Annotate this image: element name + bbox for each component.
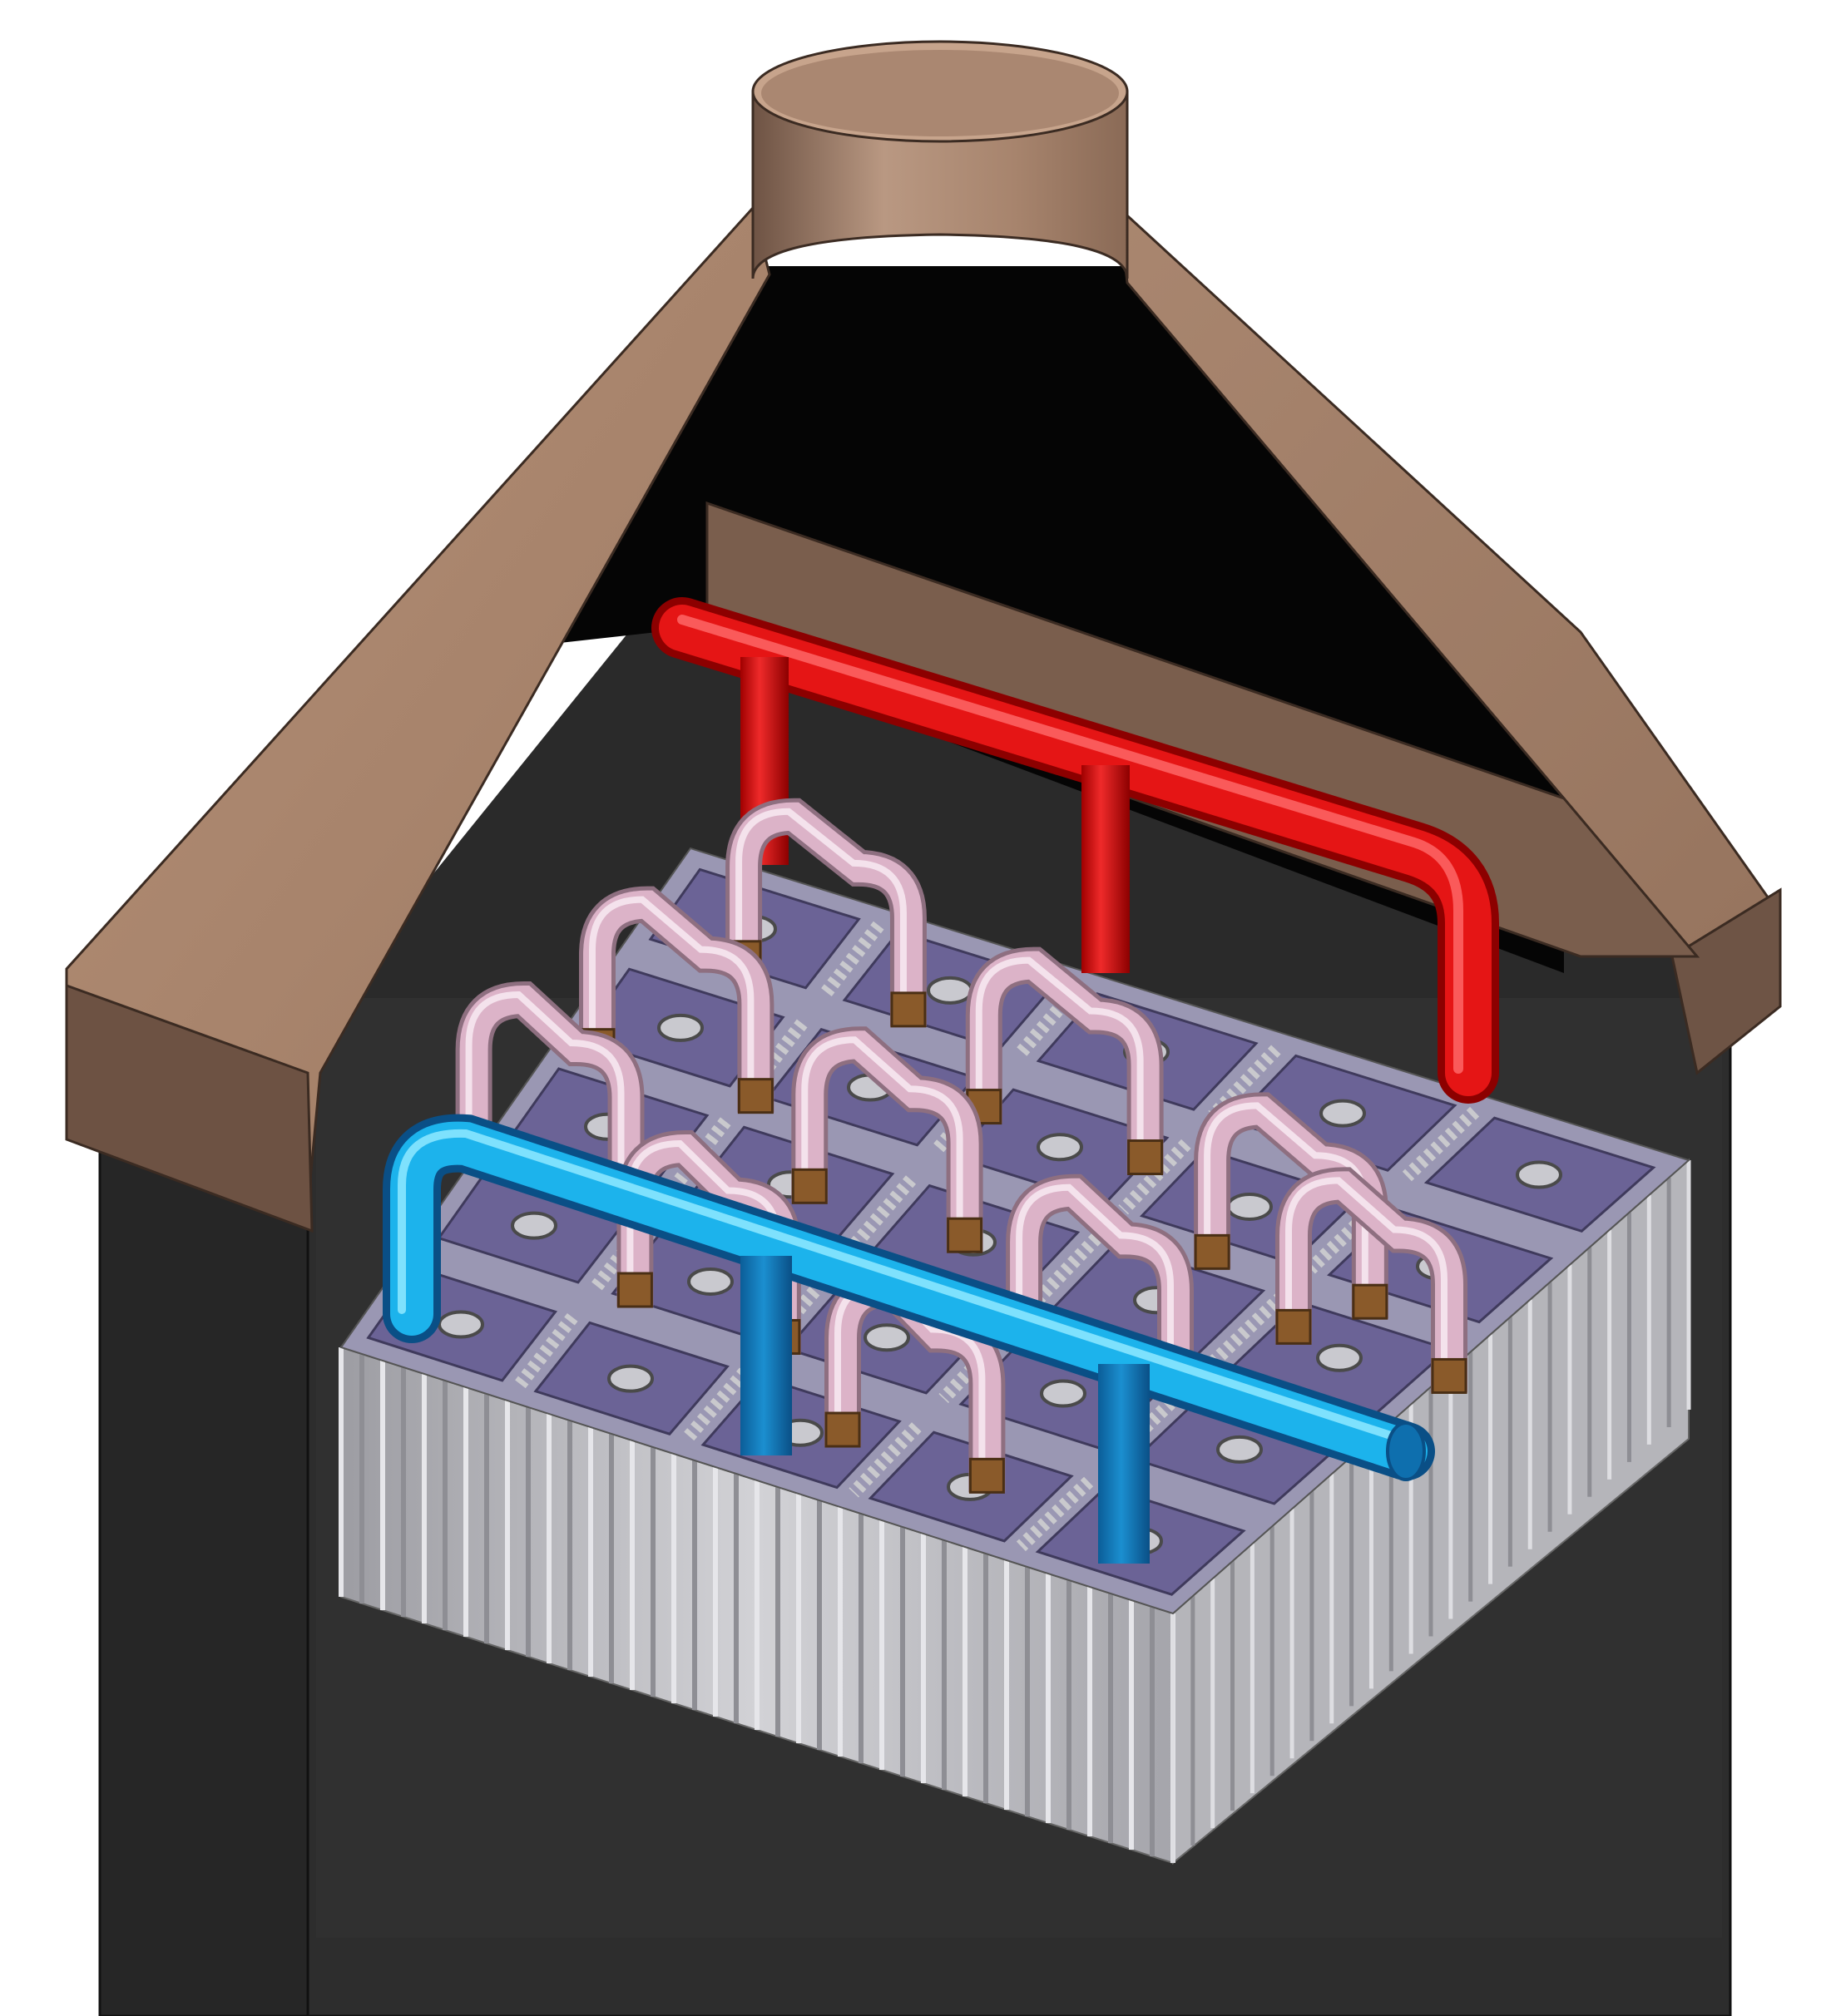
cell-terminal (1040, 1379, 1086, 1408)
cooling-fin (513, 1312, 578, 1391)
u-tube-collar (737, 1078, 774, 1114)
u-tube-highlight (801, 1036, 963, 1248)
u-tube-collar (1194, 1233, 1230, 1270)
cold-manifold-open-end (1386, 1421, 1426, 1481)
cell-terminal (1316, 1343, 1363, 1372)
cell-terminal (657, 1013, 704, 1042)
u-tube-collar (1275, 1308, 1312, 1345)
u-tube-collar (1127, 1139, 1164, 1176)
u-tube-collar (968, 1457, 1005, 1494)
cooling-fin (819, 921, 884, 999)
cooling-fin (680, 1367, 750, 1444)
u-tube-highlight (589, 896, 755, 1108)
u-tube-highlight (1016, 1183, 1174, 1394)
cell-terminal (864, 1323, 910, 1352)
u-tube-collar (890, 991, 927, 1028)
cell-body-stripes (339, 1160, 1691, 1863)
u-tube-collar (1352, 1283, 1388, 1320)
u-tube-highlight (735, 808, 907, 1021)
u-tube-highlight (975, 956, 1144, 1169)
u-tube-collar (1431, 1357, 1467, 1394)
u-tube-collar (616, 1272, 653, 1308)
duct-body (751, 90, 1129, 279)
exhaust-duct (751, 40, 1129, 279)
cell-terminal (1216, 1435, 1263, 1464)
hot-drop-2 (1081, 765, 1130, 973)
cold-drop-2 (1098, 1364, 1150, 1564)
cell-terminal (1319, 1099, 1366, 1128)
cell-terminal (438, 1310, 484, 1339)
duct-opening-inner (761, 50, 1119, 136)
cold-drop-1 (740, 1256, 792, 1455)
cell-grid (366, 867, 1656, 1596)
cell-terminal (1516, 1160, 1562, 1189)
hood-left-rim-face (65, 983, 314, 1233)
cell-terminal (1226, 1192, 1273, 1221)
cell-terminal (687, 1267, 734, 1296)
u-tube-collar (791, 1168, 828, 1204)
cell-terminal (511, 1211, 557, 1240)
cell-terminal (1037, 1133, 1083, 1162)
hood-right-rim-face (1670, 887, 1782, 1075)
cold-coolant-manifold (383, 1114, 1435, 1564)
u-tube-highlight (1285, 1177, 1447, 1388)
u-tube-collar (947, 1217, 983, 1253)
cell-terminal (607, 1364, 654, 1393)
cooling-fin (847, 1175, 917, 1252)
u-tube-highlight (465, 991, 625, 1201)
cell-terminal (927, 976, 973, 1005)
u-tube-set (455, 798, 1467, 1494)
hot-coolant-manifold (651, 597, 1499, 1104)
u-tube-collar (824, 1411, 861, 1448)
